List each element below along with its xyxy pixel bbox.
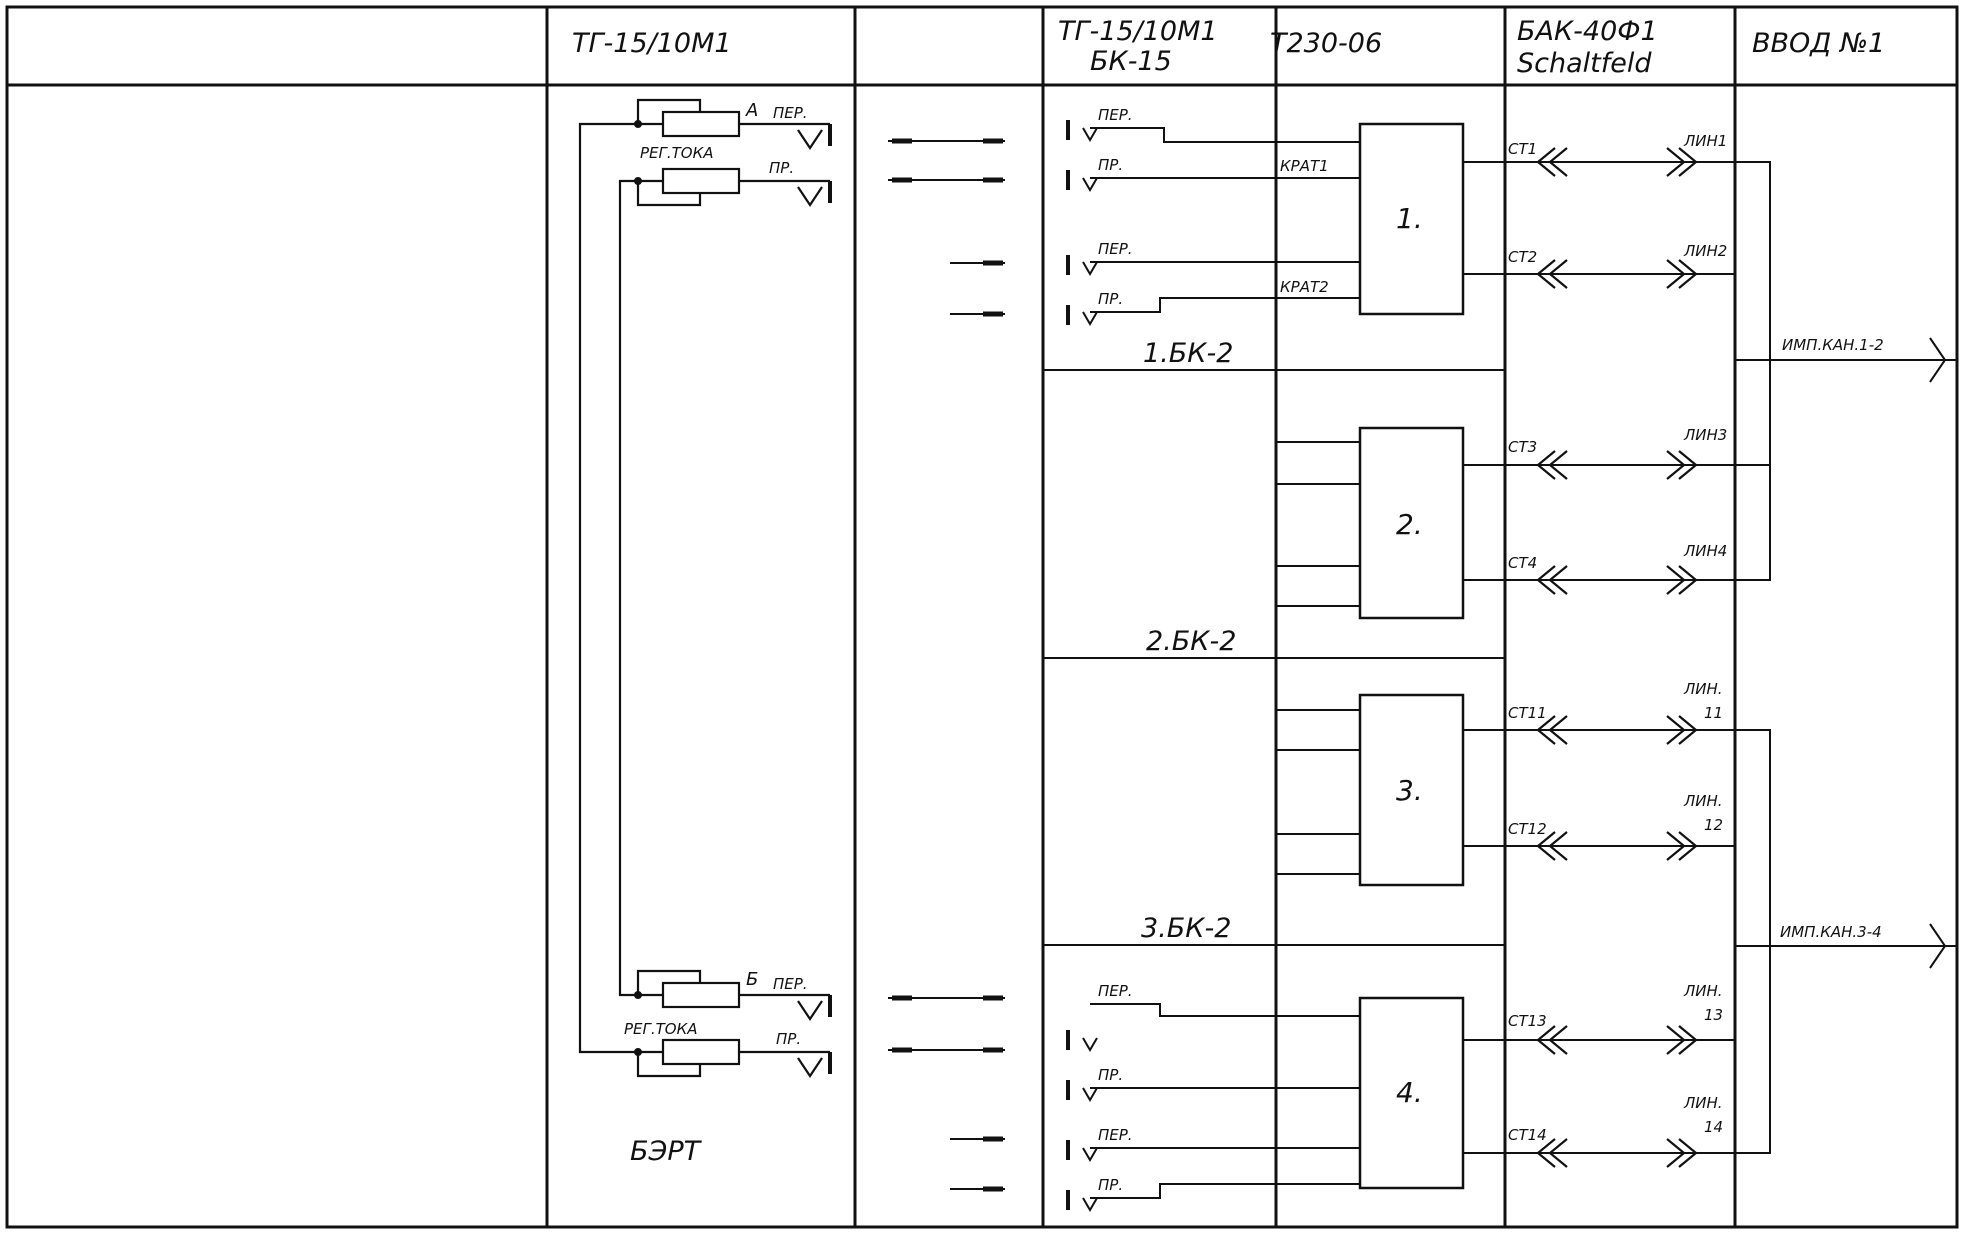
bert-reg-top: РЕГ.ТОКА	[640, 144, 714, 162]
st-label-13: СТ13	[1508, 1012, 1547, 1030]
block-3-label: 3.	[1396, 774, 1423, 807]
st-label-11: СТ11	[1508, 704, 1547, 722]
bk15-pr-1: ПР.	[1098, 156, 1123, 174]
vvod-bus	[1690, 161, 1957, 1154]
connector-lines	[1463, 161, 1770, 1154]
block-input-stubs	[1276, 441, 1360, 875]
krat2-label: КРАТ2	[1280, 278, 1329, 296]
lin-num-12: 12	[1704, 816, 1723, 834]
st-label-14: СТ14	[1508, 1126, 1547, 1144]
header-tg15-bk15-line2: БК-15	[1090, 46, 1172, 77]
bert-per-top: ПЕР.	[773, 104, 808, 122]
cable-stubs	[888, 138, 1005, 1192]
section-label-1: 1.БК-2	[1143, 338, 1233, 369]
header-t230: Т230-06	[1270, 28, 1382, 59]
bk15-per-1: ПЕР.	[1098, 106, 1133, 124]
connector-chevrons	[1536, 147, 1698, 1168]
t230-blocks	[1358, 122, 1465, 1190]
lin-num-14: 14	[1704, 1118, 1723, 1136]
header-tg15-bk15-line1: ТГ-15/10М1	[1058, 16, 1218, 47]
header-tg15: ТГ-15/10М1	[572, 28, 732, 59]
bk15-pr-4: ПР.	[1098, 1176, 1123, 1194]
bk15-pr-3: ПР.	[1098, 1066, 1123, 1084]
bert-letter-b: Б	[746, 969, 758, 990]
section-label-3: 3.БК-2	[1141, 913, 1231, 944]
lin-label-13: ЛИН.	[1683, 982, 1723, 1000]
st-label-4: СТ4	[1508, 554, 1537, 572]
imp-kan-3-4: ИМП.КАН.3-4	[1780, 923, 1882, 941]
section-separators	[1043, 369, 1505, 946]
table-grid	[5, 5, 1959, 1229]
lin-label-3: ЛИН3	[1683, 426, 1727, 444]
header-bak40-line1: БАК-40Ф1	[1517, 16, 1658, 47]
bert-junction-dots	[634, 120, 642, 1056]
bert-pr-top: ПР.	[769, 159, 794, 177]
section-label-2: 2.БК-2	[1146, 626, 1236, 657]
st-label-3: СТ3	[1508, 438, 1537, 456]
lin-label-11: ЛИН.	[1683, 680, 1723, 698]
krat1-label: КРАТ1	[1280, 157, 1329, 175]
bk15-terminals	[1066, 120, 1360, 1212]
lin-label-2: ЛИН2	[1683, 242, 1727, 260]
st-label-2: СТ2	[1508, 248, 1537, 266]
st-label-1: СТ1	[1508, 140, 1537, 158]
lin-label-14: ЛИН.	[1683, 1094, 1723, 1112]
block-1-label: 1.	[1396, 202, 1423, 235]
header-vvod: ВВОД №1	[1752, 28, 1885, 59]
lin-label-1: ЛИН1	[1683, 132, 1727, 150]
bert-reg-bottom: РЕГ.ТОКА	[624, 1020, 698, 1038]
bk15-per-2: ПЕР.	[1098, 240, 1133, 258]
st-label-12: СТ12	[1508, 820, 1547, 838]
lin-label-12: ЛИН.	[1683, 792, 1723, 810]
bert-wiring	[578, 98, 830, 1078]
block-4-label: 4.	[1396, 1076, 1423, 1109]
lin-num-11: 11	[1704, 704, 1723, 722]
lin-num-13: 13	[1704, 1006, 1723, 1024]
header-bak40-line2: Schaltfeld	[1517, 48, 1652, 79]
bert-pr-bottom: ПР.	[776, 1030, 801, 1048]
block-2-label: 2.	[1396, 508, 1423, 541]
bert-title: БЭРТ	[630, 1136, 703, 1167]
bert-letter-a: А	[745, 100, 758, 121]
bk15-per-3: ПЕР.	[1098, 982, 1133, 1000]
bert-per-bottom: ПЕР.	[773, 975, 808, 993]
bk15-per-4: ПЕР.	[1098, 1126, 1133, 1144]
bk15-pr-2: ПР.	[1098, 290, 1123, 308]
imp-kan-1-2: ИМП.КАН.1-2	[1782, 336, 1884, 354]
lin-label-4: ЛИН4	[1683, 542, 1727, 560]
